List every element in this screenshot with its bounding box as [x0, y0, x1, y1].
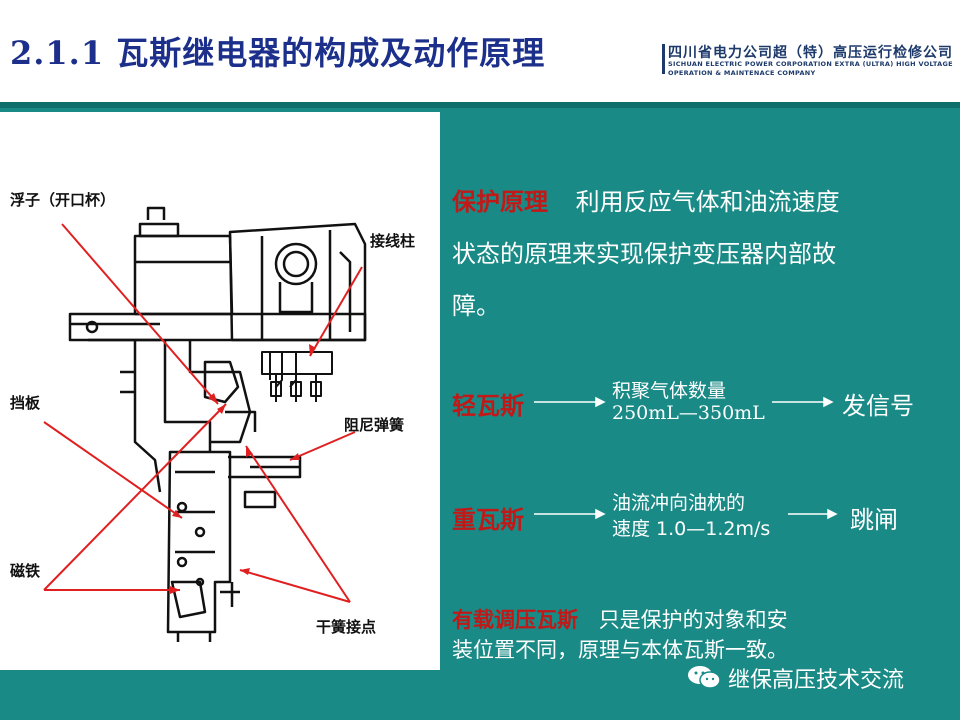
- principle-heading: 保护原理: [452, 188, 548, 216]
- arrow-head: [827, 508, 838, 520]
- logo-en-line1: SICHUAN ELECTRIC POWER CORPORATION EXTRA…: [668, 60, 953, 68]
- arrow-head: [595, 508, 606, 520]
- header-divider: [0, 102, 960, 108]
- principle-line1: 保护原理 利用反应气体和油流速度: [452, 182, 840, 217]
- heavy-gas-cond1: 油流冲向油枕的: [612, 492, 746, 514]
- principle-line2: 状态的原理来实现保护变压器内部故: [452, 240, 836, 268]
- label-spring: 阻尼弹簧: [344, 416, 404, 434]
- page-title: 2.1.1 瓦斯继电器的构成及动作原理: [10, 34, 546, 72]
- label-terminal: 接线柱: [370, 232, 415, 250]
- principle-line3: 障。: [452, 292, 500, 320]
- arrow-head: [823, 396, 834, 408]
- wechat-icon: [688, 666, 721, 689]
- heavy-gas-action: 跳闸: [850, 506, 898, 534]
- relay-diagram-panel: 浮子（开口杯） 接线柱 挡板 阻尼弹簧 磁铁 干簧接点: [0, 112, 440, 670]
- oltc-text1: 只是保护的对象和安: [598, 608, 788, 632]
- light-gas-action: 发信号: [842, 392, 914, 420]
- oltc-name: 有载调压瓦斯: [452, 608, 578, 632]
- header: 2.1.1 瓦斯继电器的构成及动作原理 四川省电力公司超（特）高压运行检修公司 …: [0, 0, 960, 103]
- label-baffle: 挡板: [10, 394, 41, 412]
- oltc-line2: 装位置不同，原理与本体瓦斯一致。: [452, 638, 788, 662]
- heavy-gas-cond2: 速度 1.0—1.2m/s: [612, 518, 771, 540]
- heavy-gas-name: 重瓦斯: [452, 506, 524, 534]
- company-logo: 四川省电力公司超（特）高压运行检修公司 SICHUAN ELECTRIC POW…: [662, 42, 953, 82]
- logo-cn-text: 四川省电力公司超（特）高压运行检修公司: [668, 45, 953, 61]
- label-reed-contact: 干簧接点: [316, 618, 376, 636]
- logo-en-line2: OPERATION & MAINTENACE COMPANY: [668, 69, 816, 77]
- light-gas-cond2: 250mL—350mL: [612, 402, 765, 424]
- oltc-line1: 有载调压瓦斯 只是保护的对象和安: [452, 604, 788, 634]
- logo-bar: [662, 44, 665, 74]
- label-magnet: 磁铁: [10, 562, 40, 580]
- label-float: 浮子（开口杯）: [10, 191, 115, 209]
- light-gas-cond1: 积聚气体数量: [612, 380, 727, 402]
- watermark-text: 继保高压技术交流: [728, 668, 905, 693]
- gas-relay-drawing: 浮子（开口杯） 接线柱 挡板 阻尼弹簧 磁铁 干簧接点: [10, 191, 415, 642]
- principle-text1: 利用反应气体和油流速度: [575, 188, 840, 216]
- arrow-head: [595, 396, 606, 408]
- light-gas-name: 轻瓦斯: [452, 392, 524, 420]
